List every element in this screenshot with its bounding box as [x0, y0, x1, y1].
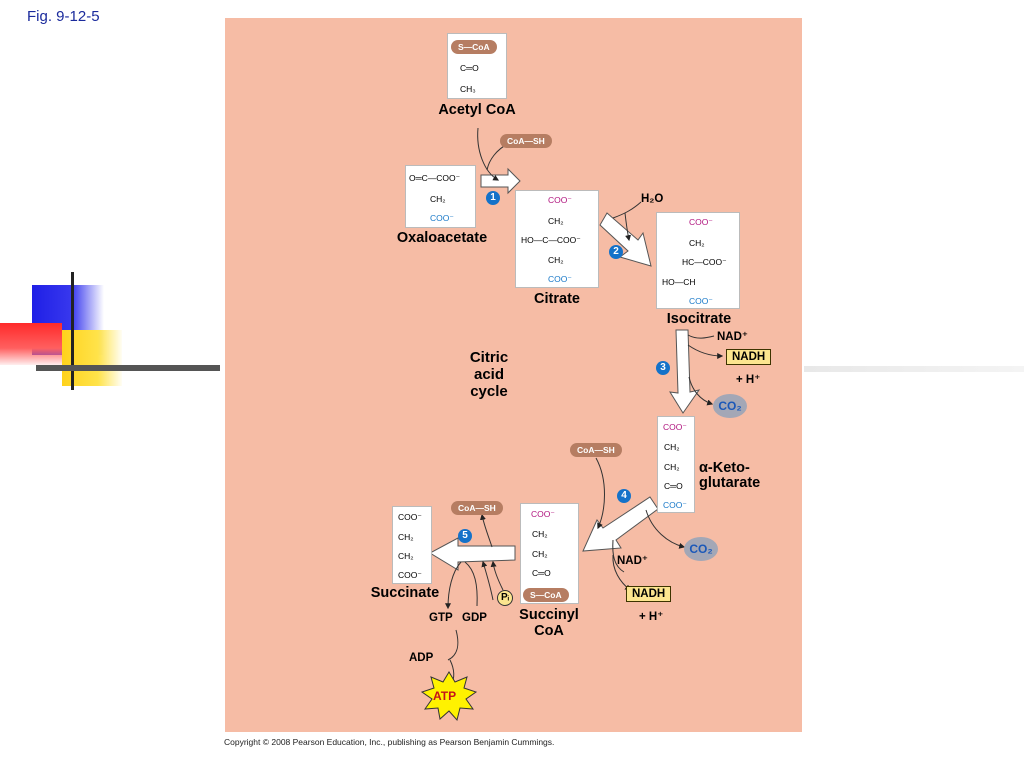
- akg-label-line-2: glutarate: [699, 475, 761, 491]
- akg-line-4: C═O: [664, 481, 683, 491]
- succinate-line-4: COO⁻: [398, 570, 422, 580]
- isocitrate-line-2: CH₂: [689, 238, 705, 248]
- oxaloacetate-structure: O═C—COO⁻ CH₂ COO⁻: [405, 165, 476, 228]
- citrate-line-2: CH₂: [548, 216, 564, 226]
- succinate-line-2: CH₂: [398, 532, 414, 542]
- citrate-line-3: HO—C—COO⁻: [521, 235, 581, 245]
- succinate-line-1: COO⁻: [398, 512, 422, 522]
- decor-vertical-line: [71, 272, 74, 390]
- acetyl-coa-methyl: CH₃: [460, 84, 476, 94]
- isocitrate-label: Isocitrate: [666, 311, 732, 327]
- akg-line-2: CH₂: [664, 442, 680, 452]
- akg-line-1: COO⁻: [663, 422, 687, 432]
- succinyl-coa-scoa-group: S—CoA: [523, 588, 569, 602]
- isocitrate-line-1: COO⁻: [689, 217, 713, 227]
- step-5-marker: 5: [458, 529, 472, 543]
- h2o-label: H₂O: [641, 193, 664, 205]
- cycle-label-line-1: Citric: [469, 349, 509, 366]
- step-2-marker: 2: [609, 245, 623, 259]
- arrow-step-3: [669, 329, 701, 414]
- step-4-marker: 4: [617, 489, 631, 503]
- arrow-step-1: [480, 167, 521, 195]
- coa-sh-step-4: CoA—SH: [570, 443, 622, 457]
- isocitrate-line-3: HC—COO⁻: [682, 257, 727, 267]
- oxaloacetate-label: Oxaloacetate: [396, 230, 488, 246]
- citric-acid-cycle-label: Citric acid cycle: [452, 349, 526, 400]
- succinyl-coa-line-1: COO⁻: [531, 509, 555, 519]
- nadh-step-3: NADH: [726, 349, 772, 365]
- co2-step-3: CO₂: [713, 394, 747, 418]
- acetyl-coa-structure: S—CoA C═O CH₃: [447, 33, 507, 99]
- atp-starburst: [420, 671, 478, 722]
- cycle-label-line-3: cycle: [470, 383, 508, 400]
- citrate-line-1: COO⁻: [548, 195, 572, 205]
- isocitrate-line-4: HO—CH: [662, 277, 696, 287]
- h-plus-step-3: + H⁺: [736, 374, 761, 386]
- decor-horizontal-line-right: [804, 366, 1024, 372]
- acetyl-coa-carbonyl: C═O: [460, 63, 479, 73]
- oxaloacetate-line-3: COO⁻: [430, 213, 454, 223]
- gtp-label: GTP: [429, 612, 453, 624]
- succinyl-coa-structure: COO⁻ CH₂ CH₂ C═O S—CoA: [520, 503, 579, 604]
- succinyl-coa-line-3: CH₂: [532, 549, 548, 559]
- succinyl-coa-label-line-2: CoA: [534, 623, 564, 639]
- copyright-notice: Copyright © 2008 Pearson Education, Inc.…: [224, 737, 555, 747]
- citrate-line-4: CH₂: [548, 255, 564, 265]
- citrate-label: Citrate: [534, 291, 580, 307]
- adp-label: ADP: [409, 652, 434, 664]
- acetyl-coa-scoa-group: S—CoA: [451, 40, 497, 54]
- oxaloacetate-line-1: O═C—COO⁻: [409, 173, 461, 183]
- decor-red-square: [0, 323, 62, 365]
- alpha-ketoglutarate-label: α-Keto- glutarate: [699, 461, 760, 491]
- isocitrate-line-5: COO⁻: [689, 296, 713, 306]
- alpha-ketoglutarate-structure: COO⁻ CH₂ CH₂ C═O COO⁻: [657, 416, 695, 513]
- coa-sh-step-5: CoA—SH: [451, 501, 503, 515]
- figure-label: Fig. 9-12-5: [27, 8, 100, 25]
- akg-line-5: COO⁻: [663, 500, 687, 510]
- gdp-label: GDP: [462, 612, 487, 624]
- succinate-structure: COO⁻ CH₂ CH₂ COO⁻: [392, 506, 432, 584]
- co2-step-4: CO₂: [684, 537, 718, 561]
- succinyl-coa-line-2: CH₂: [532, 529, 548, 539]
- arrow-step-4: [582, 496, 659, 552]
- atp-label: ATP: [433, 689, 457, 703]
- citrate-line-5: COO⁻: [548, 274, 572, 284]
- akg-line-3: CH₂: [664, 462, 680, 472]
- isocitrate-structure: COO⁻ CH₂ HC—COO⁻ HO—CH COO⁻: [656, 212, 740, 309]
- cycle-label-line-2: acid: [473, 366, 504, 383]
- succinyl-coa-label-line-1: Succinyl: [519, 607, 579, 623]
- oxaloacetate-line-2: CH₂: [430, 194, 446, 204]
- succinate-line-3: CH₂: [398, 551, 414, 561]
- acetyl-coa-label: Acetyl CoA: [438, 102, 516, 118]
- arrow-step-5: [428, 537, 516, 571]
- decor-horizontal-line: [36, 365, 220, 371]
- nad-plus-step-4: NAD⁺: [617, 555, 648, 567]
- nad-plus-step-3: NAD⁺: [717, 331, 748, 343]
- succinyl-coa-line-4: C═O: [532, 568, 551, 578]
- akg-label-line-1: α-Keto-: [699, 460, 750, 476]
- h-plus-step-4: + H⁺: [639, 611, 664, 623]
- succinyl-coa-label: Succinyl CoA: [510, 607, 588, 639]
- succinate-label: Succinate: [370, 585, 440, 601]
- step-1-marker: 1: [486, 191, 500, 205]
- coa-sh-step-1: CoA—SH: [500, 134, 552, 148]
- inorganic-phosphate: Pᵢ: [497, 590, 513, 606]
- citrate-structure: COO⁻ CH₂ HO—C—COO⁻ CH₂ COO⁻: [515, 190, 599, 288]
- step-3-marker: 3: [656, 361, 670, 375]
- nadh-step-4: NADH: [626, 586, 672, 602]
